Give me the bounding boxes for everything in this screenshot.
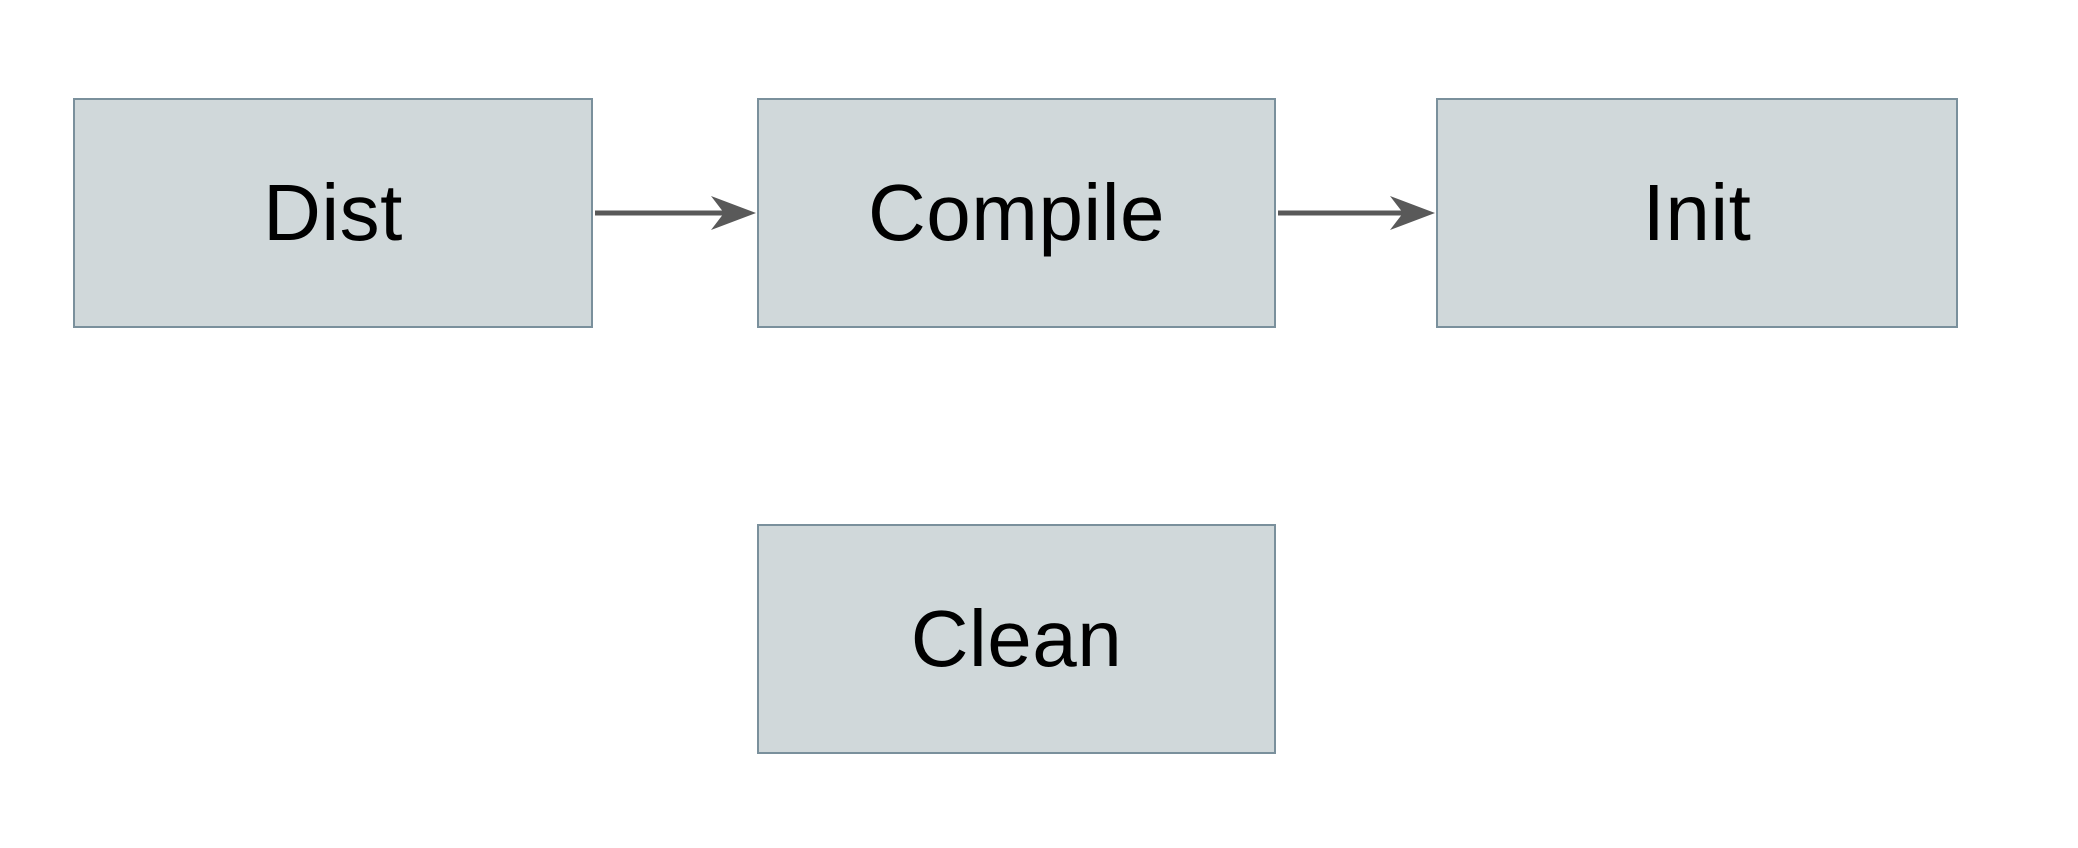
node-compile: Compile [757, 98, 1276, 328]
arrow-compile-to-init [1278, 196, 1435, 230]
node-init: Init [1436, 98, 1958, 328]
arrowhead-icon [711, 196, 756, 230]
node-init-label: Init [1642, 168, 1752, 257]
node-clean: Clean [757, 524, 1276, 754]
node-clean-label: Clean [910, 594, 1123, 683]
node-dist: Dist [73, 98, 593, 328]
arrowhead-icon [1390, 196, 1435, 230]
arrow-dist-to-compile [595, 196, 756, 230]
node-compile-label: Compile [868, 168, 1165, 257]
node-dist-label: Dist [263, 168, 403, 257]
